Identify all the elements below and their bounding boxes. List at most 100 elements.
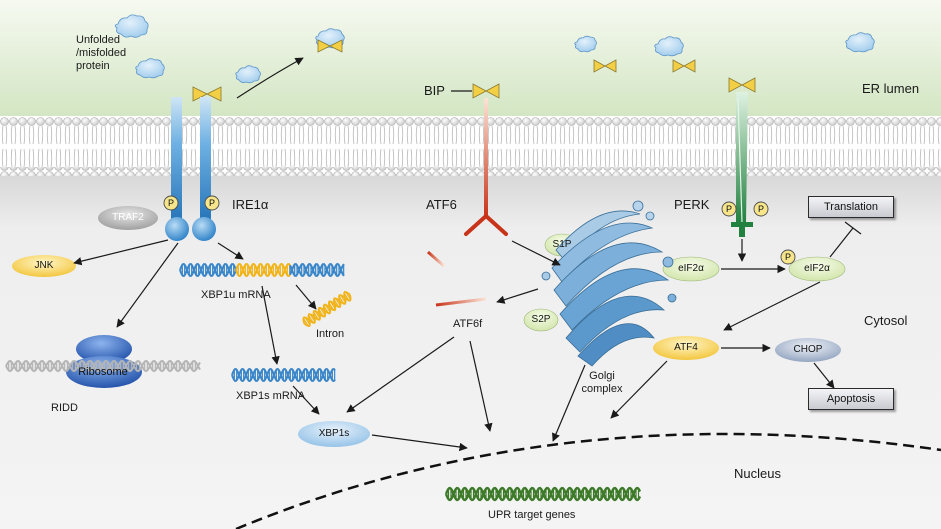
lipid-tail	[271, 148, 278, 168]
lipid-tail	[586, 125, 593, 145]
lipid-tail	[694, 125, 701, 145]
jnk-label: JNK	[34, 260, 54, 271]
arrow	[292, 385, 320, 415]
s2p-label: S2P	[531, 314, 551, 325]
lipid-tail	[613, 148, 620, 168]
phospho-circle	[204, 195, 220, 211]
arrow	[813, 362, 835, 389]
lipid-tail	[811, 125, 818, 145]
lipid-tail	[352, 148, 359, 168]
lipid-tail	[190, 125, 197, 145]
lipid-tail	[703, 148, 710, 168]
lipid-tail	[577, 148, 584, 168]
ridd-label: RIDD	[51, 402, 78, 414]
lipid-tail	[73, 148, 80, 168]
lipid-tail	[469, 148, 476, 168]
phospho-label: P	[725, 203, 732, 214]
unfolded-protein-cloud	[135, 58, 165, 79]
lipid-tail	[847, 125, 854, 145]
chop-label: CHOP	[793, 344, 823, 355]
lipid-tail	[424, 125, 431, 145]
lipid-tail	[631, 125, 638, 145]
lipid-tail	[622, 125, 629, 145]
lipid-tail	[613, 125, 620, 145]
lipid-tail	[595, 148, 602, 168]
lipid-tail	[937, 125, 940, 145]
lipid-tail	[163, 148, 170, 168]
bip-chaperone	[593, 59, 617, 73]
lipid-tail	[82, 148, 89, 168]
phospho-circle	[721, 201, 737, 217]
eif2a-right-label: eIF2α	[804, 263, 830, 274]
lipid-tail	[82, 125, 89, 145]
phospho-label: P	[208, 197, 215, 208]
lipid-tail	[415, 125, 422, 145]
xbp1u-mrna-label: XBP1u mRNA	[201, 289, 271, 301]
xbp1u-mrna-helix	[179, 263, 345, 277]
phospho-circle	[780, 249, 796, 265]
lipid-tail	[685, 125, 692, 145]
lipid-tail	[811, 148, 818, 168]
atf6-label: ATF6	[426, 197, 457, 212]
lipid-tail	[820, 125, 827, 145]
arrow	[217, 242, 244, 260]
lipid-tail	[244, 148, 251, 168]
lipid-tail	[325, 148, 332, 168]
lipid-tail	[1, 125, 8, 145]
lipid-tail	[829, 148, 836, 168]
lipid-tail	[10, 125, 17, 145]
unfolded-protein-cloud	[845, 32, 875, 53]
lipid-tail	[28, 148, 35, 168]
lipid-tail	[379, 125, 386, 145]
arrow	[511, 240, 561, 266]
xbp1s-shape	[298, 421, 370, 447]
lipid-tail	[667, 148, 674, 168]
lipid-tail	[766, 148, 773, 168]
lipid-tail	[127, 148, 134, 168]
lipid-tail	[91, 148, 98, 168]
lipid-tail	[10, 148, 17, 168]
lipid-tail	[451, 148, 458, 168]
unfolded-protein-cloud	[654, 36, 684, 57]
lipid-tail	[64, 148, 71, 168]
lipid-tail	[217, 125, 224, 145]
lipid-tail	[37, 148, 44, 168]
lipid-tail	[253, 125, 260, 145]
lipid-tail	[892, 125, 899, 145]
ire1a-receptor	[165, 97, 216, 241]
lipid-tail	[604, 148, 611, 168]
xbp1s-label: XBP1s	[318, 428, 350, 439]
lipid-tail	[730, 125, 737, 145]
intron-label: Intron	[316, 328, 345, 340]
lipid-tail	[712, 148, 719, 168]
lipid-tail	[532, 125, 539, 145]
lipid-tail	[784, 125, 791, 145]
lipid-tail	[352, 125, 359, 145]
lipid-tail	[514, 148, 521, 168]
lipid-tail	[100, 148, 107, 168]
lipid-tail	[622, 148, 629, 168]
lipid-tail	[640, 148, 647, 168]
unfolded-protein-label-line-2: /misfolded	[76, 47, 127, 59]
eif2a-left-label: eIF2α	[678, 263, 704, 274]
lipid-tail	[442, 125, 449, 145]
lipid-tail	[541, 148, 548, 168]
unfolded-protein-label-line-1: Unfolded	[76, 34, 121, 46]
lipid-tail	[712, 125, 719, 145]
lipid-tail	[55, 125, 62, 145]
lipid-tail	[442, 148, 449, 168]
upr-target-gene-dna	[444, 486, 642, 502]
lipid-tail	[19, 125, 26, 145]
lipid-tail	[568, 148, 575, 168]
lipid-tail	[397, 125, 404, 145]
lipid-tail	[226, 148, 233, 168]
phospho-circle	[163, 195, 179, 211]
lipid-tail	[658, 125, 665, 145]
lipid-tail	[298, 148, 305, 168]
lipid-tail	[667, 125, 674, 145]
bip-chaperone	[728, 77, 756, 93]
lipid-tail	[46, 125, 53, 145]
arrow	[496, 288, 539, 304]
lipid-tail	[838, 148, 845, 168]
lipid-tail	[550, 125, 557, 145]
